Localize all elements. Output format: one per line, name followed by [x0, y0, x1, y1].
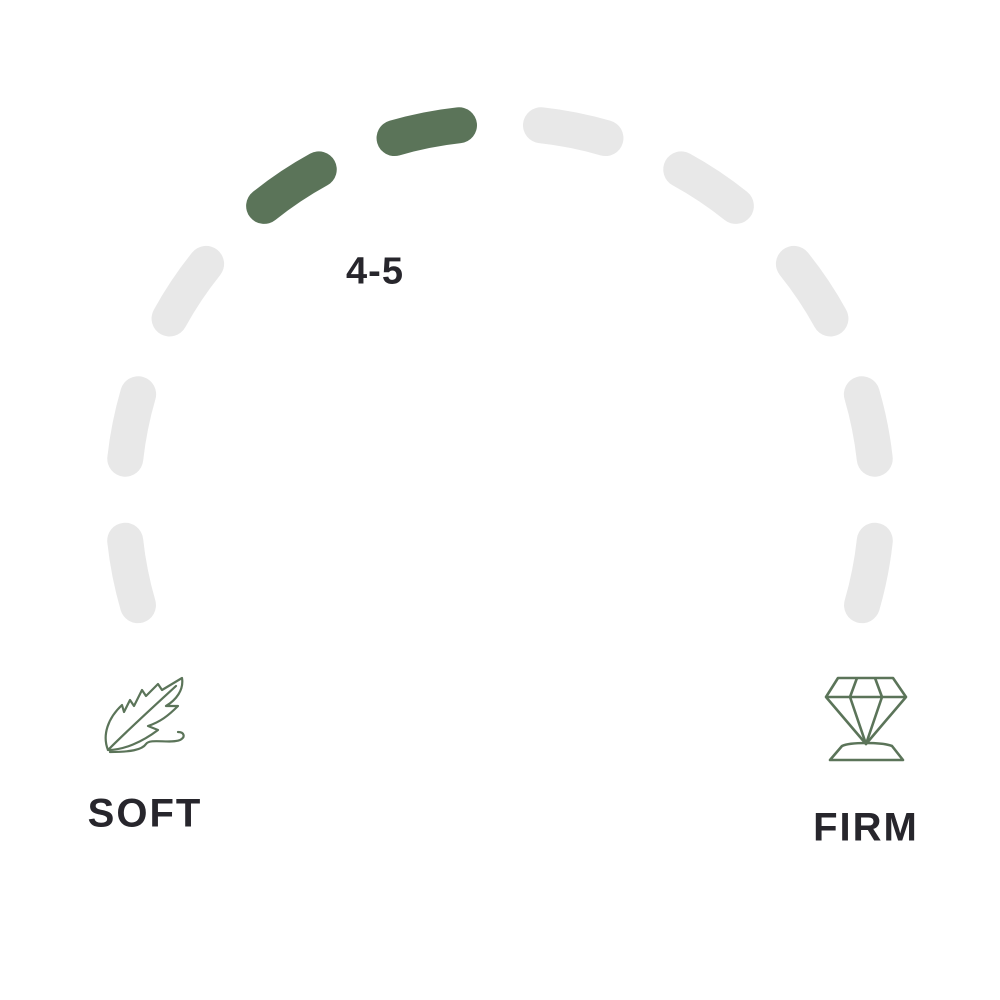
gauge-segment-empty	[107, 522, 156, 624]
gauge-segment-empty	[775, 245, 849, 337]
gauge-segment-empty	[844, 522, 893, 624]
gauge-segment-empty	[107, 376, 157, 477]
feather-icon	[104, 676, 185, 754]
gauge-segment-filled	[376, 107, 477, 157]
soft-label: SOFT	[87, 791, 203, 836]
gauge-segment-filled	[246, 151, 337, 224]
gauge-segment-empty	[523, 107, 624, 157]
firmness-value-label: 4-5	[346, 250, 404, 293]
gauge-segment-empty	[843, 376, 893, 477]
gauge-segment-empty	[151, 245, 225, 337]
firm-label: FIRM	[813, 805, 919, 850]
diamond-icon	[824, 676, 908, 762]
gauge-segment-empty	[663, 151, 754, 224]
